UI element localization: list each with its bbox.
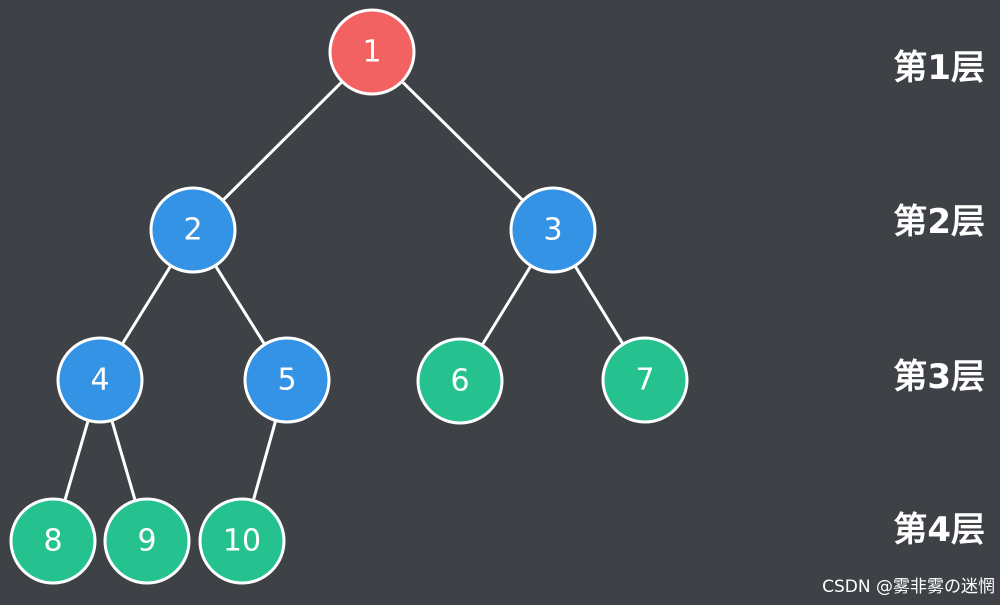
tree-node-1: 1: [328, 8, 416, 96]
node-circle-4: [56, 336, 144, 424]
node-circle-1: [328, 8, 416, 96]
node-label-5: 5: [277, 363, 296, 398]
node-circle-9: [103, 497, 191, 585]
node-label-6: 6: [450, 364, 469, 399]
node-circle-5: [243, 336, 331, 424]
edge-1-3: [400, 80, 525, 202]
tree-node-2: 2: [149, 186, 237, 274]
node-circle-6: [416, 337, 504, 425]
edge-2-5: [214, 264, 266, 346]
node-label-1: 1: [362, 35, 381, 70]
node-label-9: 9: [137, 524, 156, 559]
node-circle-10: [198, 497, 286, 585]
node-label-2: 2: [183, 213, 202, 248]
level-label-4: 第4层: [893, 510, 985, 550]
tree-nodes: 1 2 3 4 5 6 7 8 9 10: [9, 8, 689, 585]
tree-edges: [63, 80, 625, 502]
edge-5-10: [251, 420, 278, 501]
level-label-1: 第1层: [893, 48, 985, 88]
level-label-2: 第2层: [893, 202, 985, 242]
tree-node-7: 7: [601, 336, 689, 424]
tree-node-6: 6: [416, 337, 504, 425]
node-circle-3: [509, 186, 597, 274]
edge-4-8: [63, 419, 90, 502]
node-label-3: 3: [543, 213, 562, 248]
node-circle-7: [601, 336, 689, 424]
edge-2-4: [120, 264, 173, 346]
watermark-text: CSDN @雾非雾の迷惘: [822, 577, 995, 597]
edge-1-2: [221, 80, 344, 202]
edge-4-9: [110, 419, 137, 502]
node-label-8: 8: [43, 524, 62, 559]
node-label-10: 10: [223, 524, 261, 559]
tree-node-4: 4: [56, 336, 144, 424]
node-label-7: 7: [635, 363, 654, 398]
node-circle-2: [149, 186, 237, 274]
tree-node-9: 9: [103, 497, 191, 585]
edge-3-7: [573, 265, 625, 345]
tree-node-3: 3: [509, 186, 597, 274]
node-label-4: 4: [90, 363, 109, 398]
tree-node-8: 8: [9, 497, 97, 585]
tree-node-5: 5: [243, 336, 331, 424]
level-label-3: 第3层: [893, 357, 985, 397]
edge-3-6: [480, 264, 533, 347]
tree-node-10: 10: [198, 497, 286, 585]
node-circle-8: [9, 497, 97, 585]
